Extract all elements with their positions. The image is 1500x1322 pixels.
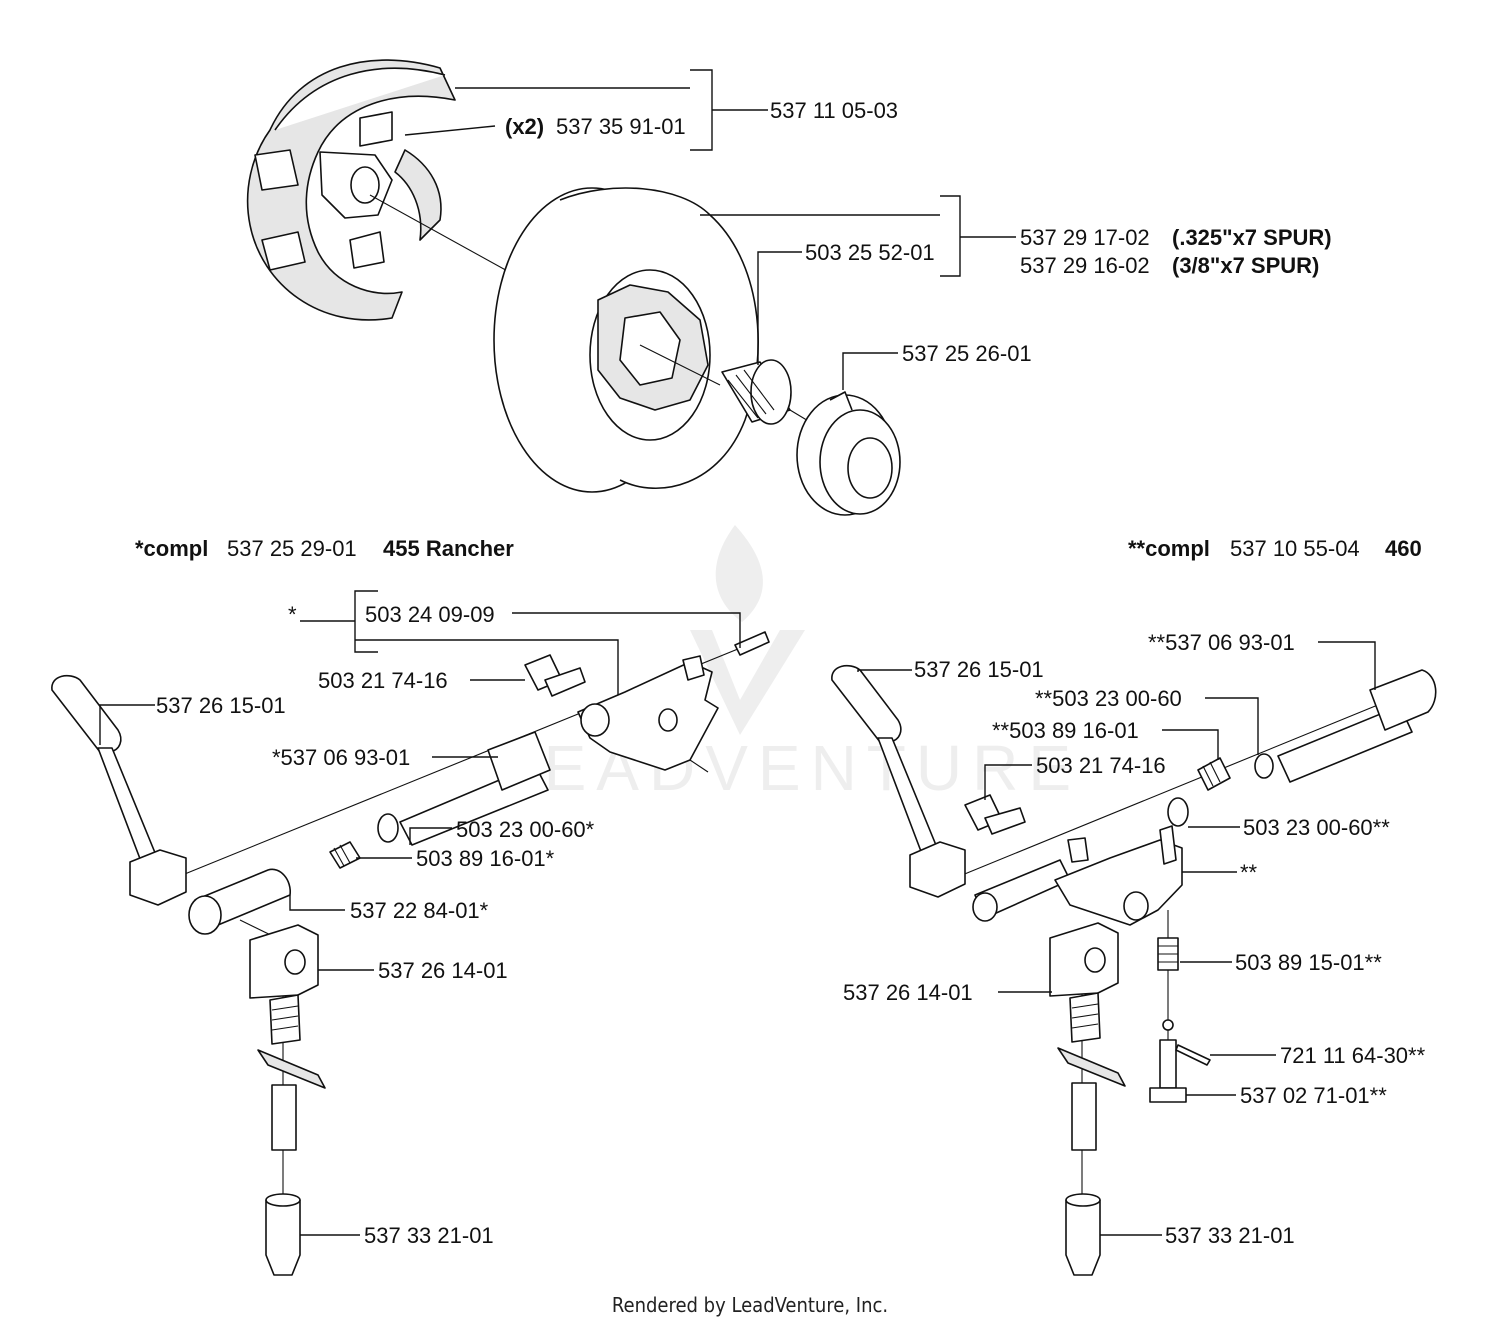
left-washer-label: 503 23 00-60* bbox=[456, 817, 595, 842]
right-doublestar-label: ** bbox=[1240, 860, 1258, 885]
right-spring-label: 503 89 15-01** bbox=[1235, 950, 1382, 975]
left-lever bbox=[51, 674, 122, 753]
left-heading: *compl 537 25 29-01 455 Rancher bbox=[135, 536, 514, 561]
drum-38-desc: (3/8"x7 SPUR) bbox=[1172, 253, 1319, 278]
clutch-hub-hole bbox=[350, 166, 380, 204]
right-shaft bbox=[1277, 705, 1413, 783]
left-end bbox=[265, 1199, 301, 1276]
right-heading-prefix: **compl bbox=[1128, 536, 1210, 561]
right-leaders bbox=[857, 641, 1376, 1236]
left-bracket-label: 537 26 14-01 bbox=[378, 958, 508, 983]
left-heading-model: 455 Rancher bbox=[383, 536, 514, 561]
leadventure-watermark: LEADVENTURE bbox=[498, 525, 1081, 804]
drum-325-desc: (.325"x7 SPUR) bbox=[1172, 225, 1332, 250]
rim-drive-sprocket bbox=[796, 391, 901, 516]
right-end bbox=[1065, 1199, 1101, 1276]
flame-logo bbox=[715, 525, 763, 622]
right-washer-top-label: **503 23 00-60 bbox=[1035, 686, 1182, 711]
right-bracket-label: 537 26 14-01 bbox=[843, 980, 973, 1005]
left-end-label: 537 33 21-01 bbox=[364, 1223, 494, 1248]
clutch-assembly-label: 537 11 05-03 bbox=[770, 98, 898, 123]
left-spring-label: 503 89 16-01* bbox=[416, 846, 555, 871]
left-pin bbox=[734, 631, 770, 656]
right-spring-top-label: **503 89 16-01 bbox=[992, 718, 1139, 743]
footer-credit: Rendered by LeadVenture, Inc. bbox=[612, 1293, 888, 1317]
left-screw-label: 503 21 74-16 bbox=[318, 668, 448, 693]
watermark-text: LEADVENTURE bbox=[498, 732, 1081, 804]
left-assembly bbox=[51, 631, 770, 1276]
left-heading-number: 537 25 29-01 bbox=[227, 536, 357, 561]
clutch-shoe-assembly bbox=[246, 59, 456, 321]
right-tensioner bbox=[1054, 839, 1183, 926]
drum-38-label: 537 29 16-02 bbox=[1020, 253, 1150, 278]
right-end-label: 537 33 21-01 bbox=[1165, 1223, 1295, 1248]
right-assembly bbox=[831, 664, 1437, 1276]
right-heading: **compl 537 10 55-04 460 bbox=[1128, 536, 1422, 561]
right-shaft-label: **537 06 93-01 bbox=[1148, 630, 1295, 655]
left-sleeve-label: 537 22 84-01* bbox=[350, 898, 489, 923]
needle-bearing bbox=[721, 359, 792, 425]
right-screw-label: 503 21 74-16 bbox=[1036, 753, 1166, 778]
right-lever-label: 537 26 15-01 bbox=[914, 657, 1044, 682]
right-rod-label: 537 02 71-01** bbox=[1240, 1083, 1387, 1108]
left-pin-label: 503 24 09-09 bbox=[365, 602, 495, 627]
left-shaft-label: *537 06 93-01 bbox=[272, 745, 410, 770]
left-tensioner bbox=[577, 661, 719, 771]
right-heading-number: 537 10 55-04 bbox=[1230, 536, 1360, 561]
left-star-label: * bbox=[288, 602, 297, 627]
drum-325-label: 537 29 17-02 bbox=[1020, 225, 1150, 250]
clutch-shoe-label: 537 35 91-01 bbox=[556, 114, 686, 139]
right-pin-label: 721 11 64-30** bbox=[1280, 1043, 1426, 1068]
right-heading-model: 460 bbox=[1385, 536, 1422, 561]
bearing-label: 503 25 52-01 bbox=[805, 240, 935, 265]
left-heading-prefix: *compl bbox=[135, 536, 208, 561]
clutch-drum bbox=[493, 187, 759, 493]
drive-label: 537 25 26-01 bbox=[902, 341, 1032, 366]
left-bracket bbox=[249, 924, 319, 999]
left-leaders bbox=[99, 590, 741, 1236]
clutch-leaders bbox=[404, 69, 1016, 390]
right-washer-label: 503 23 00-60** bbox=[1243, 815, 1390, 840]
right-lever bbox=[831, 664, 902, 743]
left-lever-label: 537 26 15-01 bbox=[156, 693, 286, 718]
right-bracket bbox=[1049, 922, 1119, 997]
clutch-shoe-qty: (x2) bbox=[505, 114, 544, 139]
